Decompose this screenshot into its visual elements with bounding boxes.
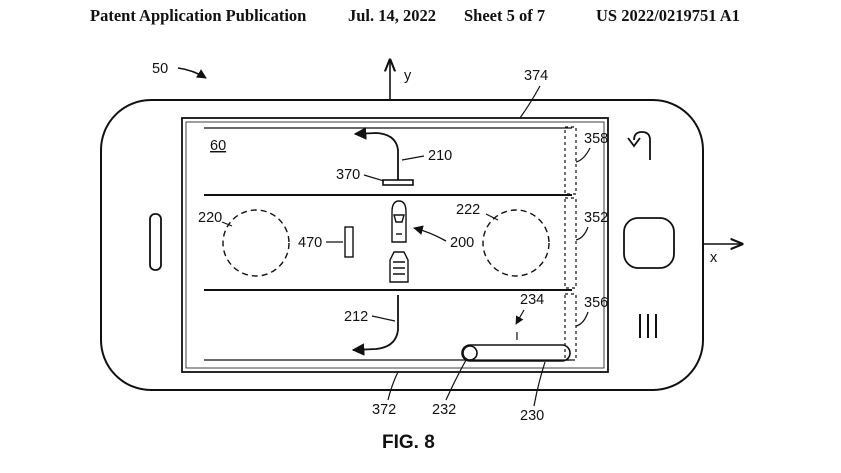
label-indicator: 234 xyxy=(520,292,544,308)
lane-boxes xyxy=(564,126,577,361)
patent-number: US 2022/0219751 A1 xyxy=(596,6,740,25)
label-lane-top: 358 xyxy=(584,131,608,147)
leader-device-arrow xyxy=(177,67,207,79)
slider-track xyxy=(461,344,571,362)
side-slot xyxy=(149,213,162,271)
label-lane-mid: 352 xyxy=(584,210,608,226)
menu-icon xyxy=(639,314,657,338)
label-screen-bottom: 372 xyxy=(372,402,396,418)
label-pad-left: 470 xyxy=(298,235,322,251)
label-arrow-lower: 212 xyxy=(344,309,368,325)
sheet-number: Sheet 5 of 7 xyxy=(464,6,546,25)
publication-title: Patent Application Publication xyxy=(90,6,307,25)
leader-screen-ref xyxy=(519,85,541,119)
right-dashed-circle xyxy=(482,209,550,277)
page-header: Patent Application Publication Jul. 14, … xyxy=(0,6,841,30)
home-button xyxy=(623,217,675,269)
label-screen-ref: 374 xyxy=(524,68,548,84)
lower-turn-arrow xyxy=(351,295,399,356)
back-icon xyxy=(627,131,651,160)
slider-knob xyxy=(462,345,478,361)
label-slider-knob: 232 xyxy=(432,402,456,418)
label-circle-left: 220 xyxy=(198,210,222,226)
label-arrow-upper: 210 xyxy=(428,148,452,164)
label-device: 50 xyxy=(152,61,168,77)
left-dashed-circle xyxy=(222,209,290,277)
upper-turn-arrow xyxy=(353,127,399,180)
publication-date: Jul. 14, 2022 xyxy=(348,6,437,25)
label-screen: 60 xyxy=(210,138,226,154)
top-marker-bar xyxy=(382,179,414,186)
label-circle-right: 222 xyxy=(456,202,480,218)
device-outline xyxy=(100,99,704,391)
label-slider-track: 230 xyxy=(520,408,544,424)
label-vehicles: 200 xyxy=(450,235,474,251)
side-pad xyxy=(344,226,354,258)
x-axis-label: x xyxy=(710,250,718,266)
y-axis-label: y xyxy=(404,68,412,84)
label-lane-bottom: 356 xyxy=(584,295,608,311)
vehicle-front xyxy=(391,200,407,243)
figure-caption: FIG. 8 xyxy=(382,432,435,453)
label-bar-top: 370 xyxy=(336,167,360,183)
vehicle-rear xyxy=(389,251,409,283)
